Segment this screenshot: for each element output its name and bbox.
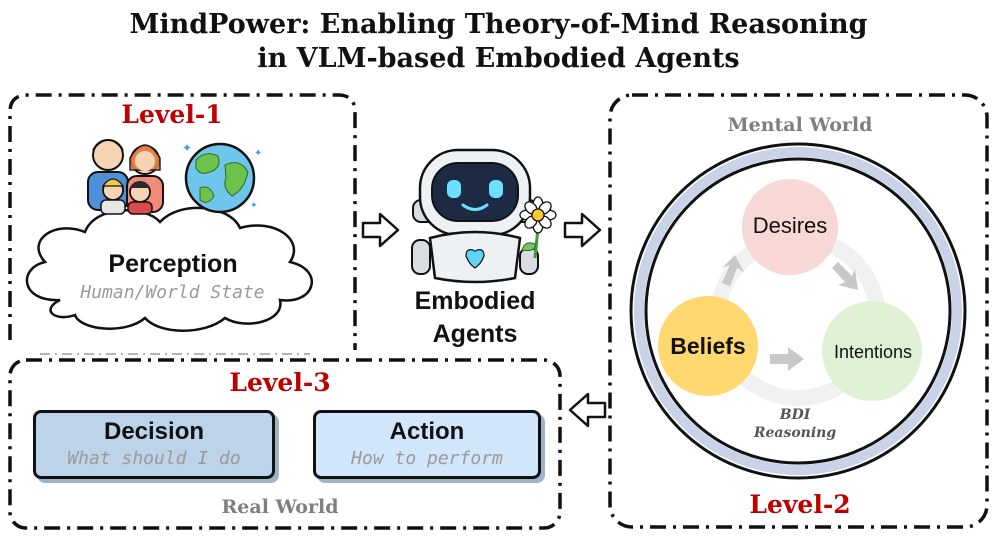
beliefs-node bbox=[658, 296, 758, 396]
bdi-reasoning-label: BDI Reasoning bbox=[730, 406, 860, 442]
level2-frame bbox=[608, 93, 989, 529]
arrow-desires-to-intentions bbox=[832, 262, 858, 290]
decision-title: Decision bbox=[103, 418, 205, 445]
desires-label: Desires bbox=[752, 213, 828, 238]
action-title: Action bbox=[389, 418, 465, 445]
title-line-1: MindPower: Enabling Theory-of-Mind Reaso… bbox=[129, 9, 868, 40]
arrow-beliefs-to-desires bbox=[722, 255, 744, 286]
perception-subtitle: Human/World State bbox=[80, 282, 265, 303]
svg-text:✦: ✦ bbox=[254, 148, 262, 159]
decision-box: Decision What should I do bbox=[33, 410, 275, 479]
decision-subtitle: What should I do bbox=[67, 448, 241, 469]
beliefs-label: Beliefs bbox=[670, 333, 746, 359]
mental-world-label: Mental World bbox=[727, 114, 873, 136]
intentions-label: Intentions bbox=[833, 342, 913, 362]
action-subtitle: How to perform bbox=[351, 448, 503, 469]
bdi-line1: BDI bbox=[779, 407, 811, 423]
svg-text:✦: ✦ bbox=[250, 201, 258, 211]
agent-caption: Embodied Agents bbox=[390, 285, 560, 351]
real-world-label: Real World bbox=[221, 496, 339, 518]
agent-caption-line1: Embodied bbox=[414, 287, 536, 315]
level3-label: Level-3 bbox=[229, 368, 331, 397]
agent-caption-line2: Agents bbox=[432, 320, 518, 348]
level3-frame bbox=[8, 358, 562, 530]
level2-label: Level-2 bbox=[749, 490, 851, 519]
diagram-title: MindPower: Enabling Theory-of-Mind Reaso… bbox=[0, 8, 997, 76]
bdi-ring-band bbox=[634, 147, 962, 475]
level1-frame bbox=[8, 93, 357, 350]
perception-cloud bbox=[25, 206, 313, 332]
perception-title: Perception bbox=[108, 250, 238, 278]
level1-label: Level-1 bbox=[121, 100, 223, 129]
svg-text:✦: ✦ bbox=[182, 141, 192, 155]
intentions-node bbox=[822, 301, 922, 401]
desires-node bbox=[742, 179, 838, 275]
arrow-level1-to-agent bbox=[361, 212, 400, 248]
globe-icon: ✦ ✦ ✦ bbox=[182, 141, 262, 214]
arrow-beliefs-to-intentions bbox=[770, 347, 804, 371]
robot-icon bbox=[411, 148, 557, 284]
arrow-level2-to-level3 bbox=[568, 392, 607, 428]
arrow-agent-to-level2 bbox=[563, 212, 602, 248]
action-box: Action How to perform bbox=[313, 410, 541, 479]
family-icon bbox=[87, 139, 164, 215]
bdi-line2: Reasoning bbox=[753, 425, 837, 441]
title-line-2: in VLM-based Embodied Agents bbox=[257, 43, 740, 74]
